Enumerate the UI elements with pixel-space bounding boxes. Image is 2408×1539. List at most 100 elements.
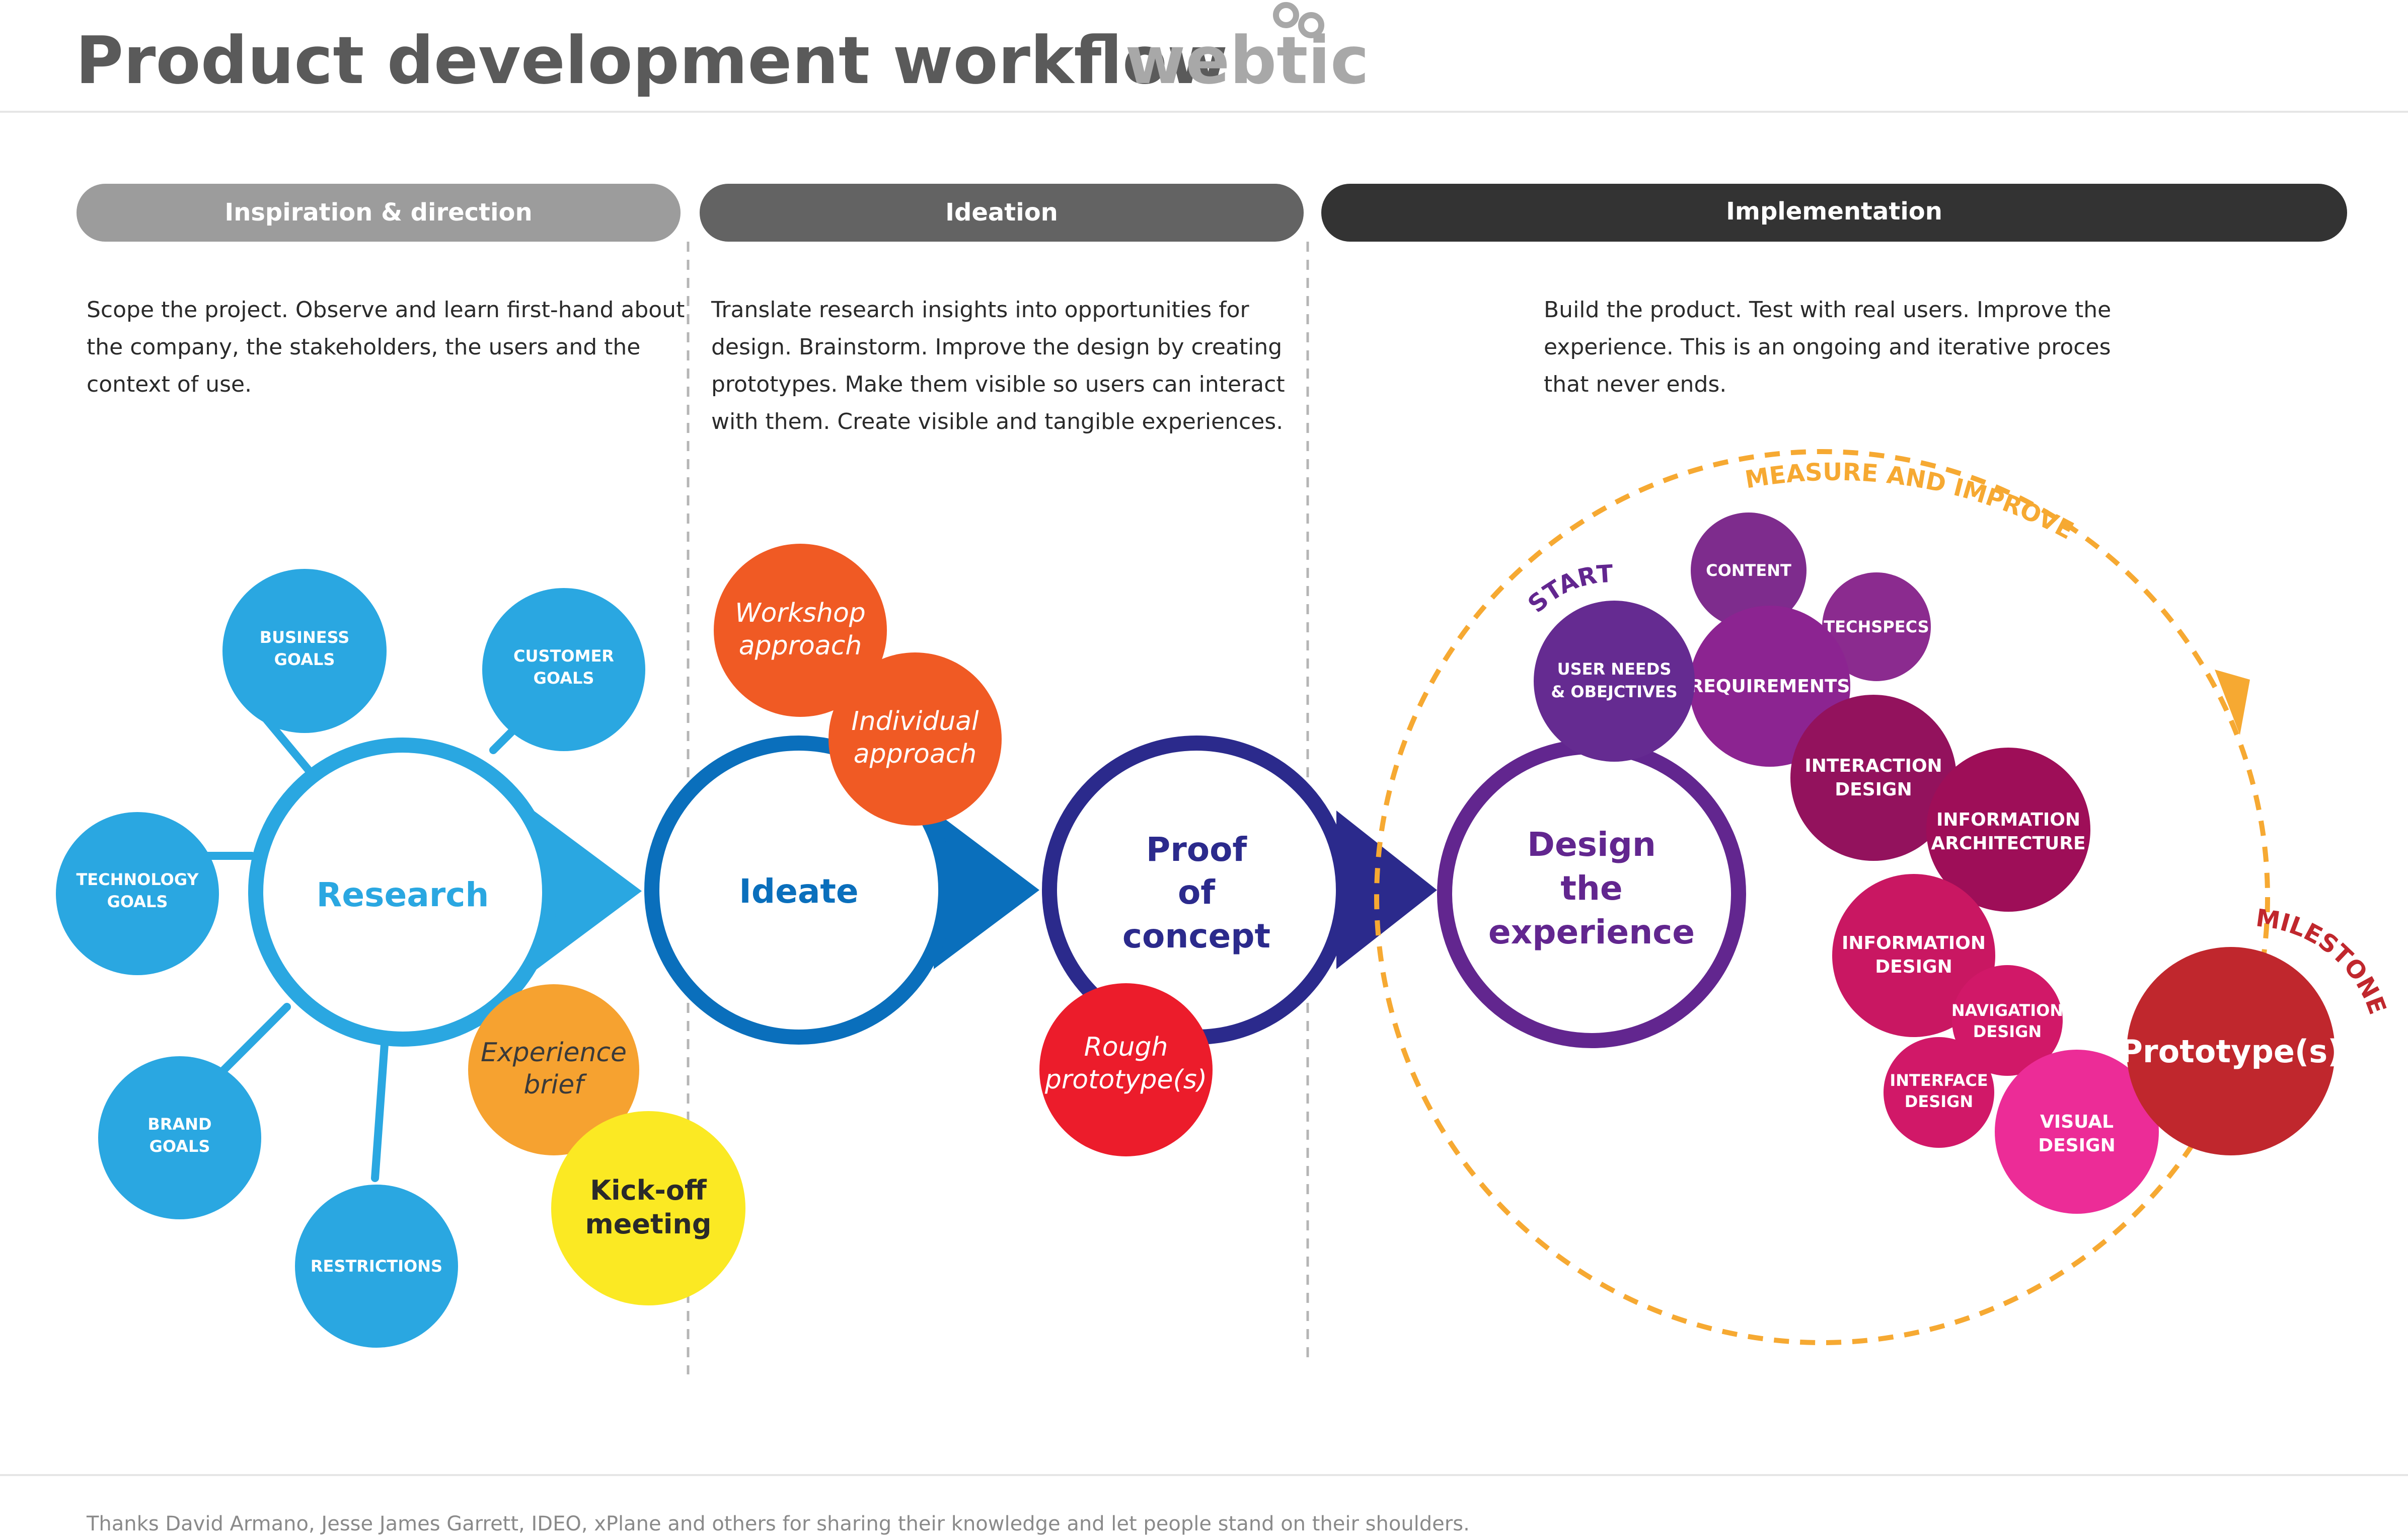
design-label: the <box>1560 869 1622 908</box>
bubble-user-needs: USER NEEDS & OBEJCTIVES <box>1534 601 1695 762</box>
bubble-label: NAVIGATION <box>1951 1001 2063 1020</box>
description-line: with them. Create visible and tangible e… <box>711 409 1283 434</box>
description-line: Translate research insights into opportu… <box>711 297 1250 323</box>
bubble-label: approach <box>739 631 862 661</box>
bubble-business-goals: BUSINESS GOALS <box>222 569 387 733</box>
phase-description-implementation: Build the product. Test with real users.… <box>1544 297 2111 397</box>
bubble-label: INTERFACE <box>1890 1071 1988 1090</box>
bubble-brand-goals: BRAND GOALS <box>98 1056 261 1219</box>
bubble-label: DESIGN <box>1835 779 1912 800</box>
bubble-rough-prototype: Rough prototype(s) <box>1039 983 1213 1156</box>
bubble-label: RESTRICTIONS <box>311 1257 442 1276</box>
phase-label: Implementation <box>1726 197 1942 226</box>
bubble-label: ARCHITECTURE <box>1931 833 2085 854</box>
bubble-label: approach <box>854 739 977 769</box>
design-node: Design the experience <box>1437 739 1746 1048</box>
ideate-label: Ideate <box>739 872 858 911</box>
arrow-icon <box>1336 811 1437 969</box>
bubble-label: GOALS <box>149 1137 210 1156</box>
measure-label: MEASURE AND IMPROVE <box>1743 458 2078 545</box>
bubble-workshop-approach: Workshop approach <box>714 544 887 717</box>
bubble-label: BUSINESS <box>260 628 350 647</box>
page-title: Product development workflow <box>76 22 1228 99</box>
bubble-label: CUSTOMER <box>513 646 614 666</box>
bubble-information-design: INFORMATION DESIGN <box>1832 874 1995 1037</box>
logo-eyes-icon <box>1273 2 1324 38</box>
bubble-information-architecture: INFORMATION ARCHITECTURE <box>1926 748 2090 912</box>
loop-arrow-icon <box>2215 670 2250 735</box>
research-label: Research <box>317 875 489 914</box>
bubble-label: GOALS <box>107 892 168 911</box>
bubble-label: INFORMATION <box>1936 810 2080 830</box>
phase-description-inspiration: Scope the project. Observe and learn fir… <box>87 297 685 397</box>
bubble-label: VISUAL <box>2040 1112 2114 1132</box>
bubble-label: DESIGN <box>1875 957 1952 977</box>
bubble-label: CONTENT <box>1706 561 1791 580</box>
measure-loop <box>1374 449 2270 1345</box>
logo-text: webtic <box>1125 22 1369 99</box>
arrow-icon <box>934 811 1039 969</box>
bubble-label: USER NEEDS <box>1557 659 1672 679</box>
prototype-label: Prototype(s) <box>2120 1033 2342 1070</box>
bubble-customer-goals: CUSTOMER GOALS <box>482 588 645 751</box>
bubble-label: & OBEJCTIVES <box>1551 682 1677 701</box>
bubble-label: brief <box>523 1070 587 1100</box>
bubble-label: DESIGN <box>1973 1022 2042 1041</box>
phase-description-ideation: Translate research insights into opportu… <box>711 297 1285 434</box>
bubble-label: BRAND <box>147 1115 211 1134</box>
proof-label: concept <box>1122 917 1270 956</box>
design-label: experience <box>1488 913 1695 951</box>
bubble-techspecs: TECHSPECS <box>1822 572 1931 681</box>
phase-label: Inspiration & direction <box>224 198 532 227</box>
proof-label: Proof <box>1146 830 1248 869</box>
bubble-label: prototype(s) <box>1044 1065 1207 1095</box>
description-line: context of use. <box>87 372 252 397</box>
bubble-label: meeting <box>585 1208 712 1240</box>
phase-header-inspiration: Inspiration & direction <box>77 184 681 242</box>
bubble-label: GOALS <box>534 669 594 688</box>
footer-credits: Thanks David Armano, Jesse James Garrett… <box>86 1512 1470 1535</box>
design-label: Design <box>1527 825 1656 864</box>
bubble-label: REQUIREMENTS <box>1690 676 1850 697</box>
description-line: experience. This is an ongoing and itera… <box>1544 334 2111 360</box>
phase-header-ideation: Ideation <box>700 184 1304 242</box>
bubble-label: DESIGN <box>1905 1092 1973 1111</box>
bubble-interaction-design: INTERACTION DESIGN <box>1790 695 1956 861</box>
bubble-prototypes: Prototype(s) <box>2120 947 2342 1155</box>
bubble-visual-design: VISUAL DESIGN <box>1995 1050 2159 1214</box>
phase-label: Ideation <box>945 198 1058 227</box>
bubble-interface-design: INTERFACE DESIGN <box>1884 1037 1994 1148</box>
bubble-label: Rough <box>1084 1032 1168 1062</box>
description-line: that never ends. <box>1544 372 1726 397</box>
bubble-technology-goals: TECHNOLOGY GOALS <box>56 812 219 975</box>
arrow-icon <box>534 811 642 972</box>
bubble-label: Experience <box>481 1038 627 1068</box>
bubble-label: Workshop <box>735 598 866 628</box>
phase-header-implementation: Implementation <box>1321 184 2347 242</box>
bubble-label: Kick-off <box>590 1175 707 1206</box>
bubble-label: INTERACTION <box>1804 756 1942 776</box>
bubble-label: TECHNOLOGY <box>76 870 199 889</box>
bubble-label: TECHSPECS <box>1824 617 1929 636</box>
research-node: Research <box>248 738 642 1047</box>
bubble-individual-approach: Individual approach <box>829 652 1002 826</box>
description-line: the company, the stakeholders, the users… <box>87 334 640 360</box>
proof-label: of <box>1178 873 1216 912</box>
bubble-label: INFORMATION <box>1842 933 1986 954</box>
description-line: Build the product. Test with real users.… <box>1544 297 2111 323</box>
description-line: design. Brainstorm. Improve the design b… <box>711 334 1282 360</box>
bubble-label: DESIGN <box>2038 1135 2115 1156</box>
bubble-kickoff-meeting: Kick-off meeting <box>551 1111 745 1305</box>
proof-node: Proof of concept <box>1042 736 1437 1045</box>
ideate-node: Ideate <box>644 736 1039 1045</box>
description-line: Scope the project. Observe and learn fir… <box>87 297 685 323</box>
bubble-restrictions: RESTRICTIONS <box>295 1185 458 1348</box>
bubble-navigation-design: NAVIGATION DESIGN <box>1951 965 2063 1076</box>
measure-label-path: MEASURE AND IMPROVE <box>1743 458 2078 545</box>
description-line: prototypes. Make them visible so users c… <box>711 372 1285 397</box>
bubble-experience-brief: Experience brief <box>468 984 639 1155</box>
bubble-label: Individual <box>851 706 979 737</box>
bubble-content: CONTENT <box>1691 512 1807 628</box>
bubble-label: GOALS <box>274 650 335 669</box>
